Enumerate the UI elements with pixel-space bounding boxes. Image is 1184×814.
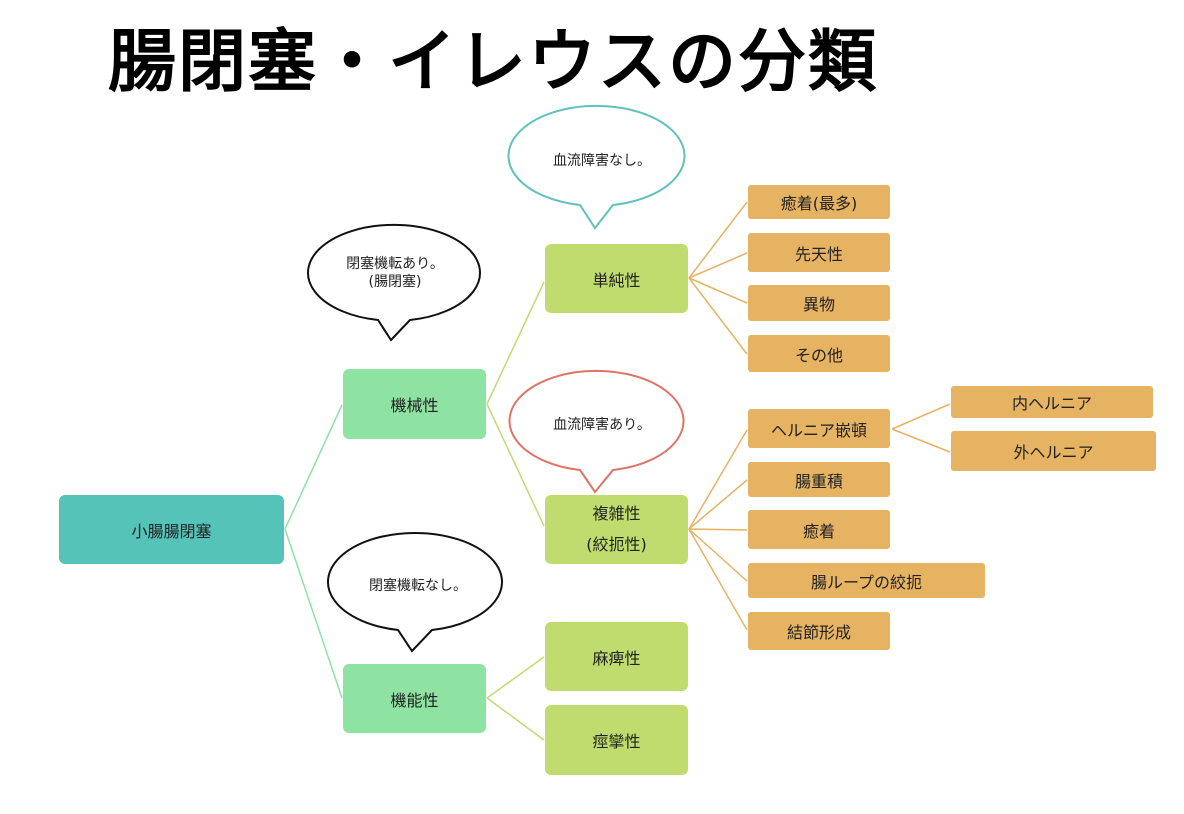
node-complex-label-line2: (絞扼性) bbox=[586, 534, 647, 554]
hernia-type-label: 内ヘルニア bbox=[1011, 394, 1092, 413]
node-paralytic: 麻痺性 bbox=[545, 622, 688, 691]
node-root: 小腸腸閉塞 bbox=[59, 495, 284, 564]
node-simple-cause: 癒着(最多) bbox=[748, 185, 890, 219]
connector-functional-paralytic bbox=[486, 656, 545, 699]
node-external-hernia: 外ヘルニア bbox=[951, 431, 1156, 471]
node-functional: 機能性 bbox=[343, 664, 486, 733]
bubble-mechanical-shape bbox=[307, 223, 481, 342]
bubble-mechanical-text: 閉塞機転あり。 (腸閉塞) bbox=[346, 256, 444, 291]
node-root-label: 小腸腸閉塞 bbox=[131, 521, 212, 541]
connector-mechanical-complex bbox=[486, 403, 545, 527]
cause-label: 先天性 bbox=[794, 244, 843, 264]
connector-root-mechanical bbox=[284, 404, 343, 530]
bubble-complex-shape bbox=[508, 369, 685, 494]
node-simple-cause: 異物 bbox=[748, 285, 890, 321]
node-complex-cause: 結節形成 bbox=[748, 612, 890, 650]
cause-label: 腸ループの絞扼 bbox=[810, 572, 923, 592]
node-paralytic-label: 麻痺性 bbox=[592, 648, 641, 668]
node-functional-label: 機能性 bbox=[390, 690, 439, 710]
bubble-simple-shape bbox=[507, 104, 686, 230]
node-simple: 単純性 bbox=[545, 244, 688, 313]
node-spastic: 痙攣性 bbox=[545, 705, 688, 775]
hernia-type-label: 外ヘルニア bbox=[1013, 443, 1094, 462]
connector-mechanical-simple bbox=[486, 281, 545, 405]
node-mechanical-label: 機械性 bbox=[390, 396, 439, 415]
bubble-complex-text: 血流障害あり。 bbox=[553, 417, 651, 433]
node-complex: 複雑性 (絞扼性) bbox=[545, 495, 688, 564]
cause-label: 結節形成 bbox=[786, 623, 851, 642]
node-complex-cause: 腸ループの絞扼 bbox=[748, 563, 985, 598]
connector-group-complex-causes bbox=[688, 429, 748, 631]
cause-label: 癒着(最多) bbox=[780, 194, 858, 213]
connector-group-hernia bbox=[891, 403, 951, 453]
bubble-simple-text: 血流障害なし。 bbox=[553, 153, 651, 169]
cause-label: 異物 bbox=[802, 295, 835, 314]
bubble-functional-shape bbox=[327, 531, 503, 653]
node-simple-cause: 先天性 bbox=[748, 233, 890, 272]
cause-label: 癒着 bbox=[802, 521, 835, 541]
node-internal-hernia: 内ヘルニア bbox=[951, 386, 1153, 418]
node-simple-label: 単純性 bbox=[592, 270, 641, 290]
node-complex-cause: ヘルニア嵌頓 bbox=[748, 409, 890, 448]
node-mechanical: 機械性 bbox=[343, 369, 486, 439]
node-spastic-label: 痙攣性 bbox=[592, 732, 641, 751]
cause-label: その他 bbox=[794, 345, 843, 365]
cause-label: ヘルニア嵌頓 bbox=[770, 420, 867, 440]
connector-group-simple-causes bbox=[688, 201, 748, 355]
connector-functional-spastic bbox=[486, 697, 545, 741]
connector-root-functional bbox=[284, 528, 343, 699]
cause-label: 腸重積 bbox=[794, 471, 843, 491]
node-complex-cause: 腸重積 bbox=[748, 462, 890, 497]
node-complex-cause: 癒着 bbox=[748, 510, 890, 549]
bubble-functional-text: 閉塞機転なし。 bbox=[369, 578, 467, 594]
node-simple-cause: その他 bbox=[748, 335, 890, 372]
node-complex-label-line1: 複雑性 bbox=[592, 504, 641, 524]
diagram-title: 腸閉塞・イレウスの分類 bbox=[108, 23, 879, 102]
